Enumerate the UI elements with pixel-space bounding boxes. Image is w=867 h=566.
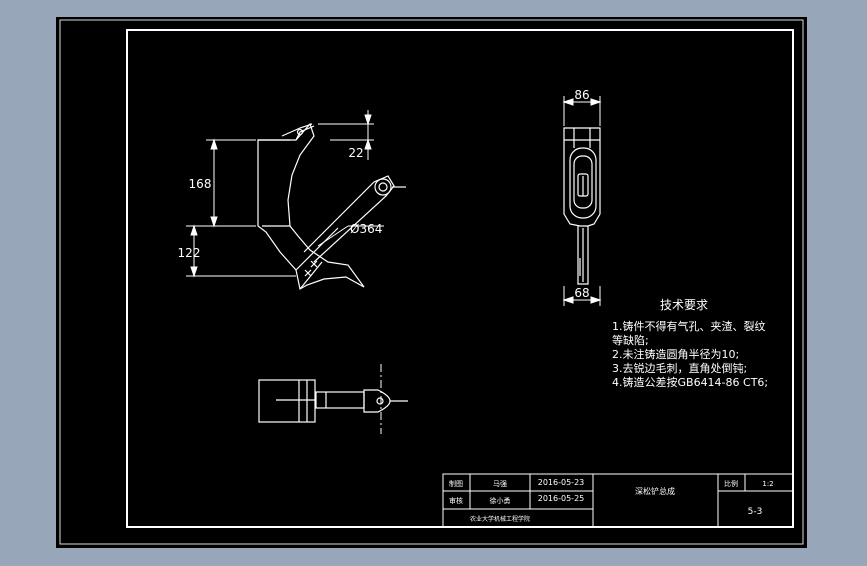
outer-border — [59, 19, 804, 545]
date-check: 2016-05-25 — [538, 494, 585, 503]
dim-122: 122 — [178, 246, 201, 260]
dim-168: 168 — [189, 177, 212, 191]
title-block — [442, 473, 794, 528]
side-view — [563, 127, 601, 285]
technical-requirements: 技术要求 1.铸件不得有气孔、夹渣、裂纹 等缺陷; 2.未注铸造圆角半径为10;… — [612, 298, 768, 389]
front-view-dimensions — [186, 110, 384, 278]
part-name: 深松铲总成 — [635, 486, 675, 496]
title-block-text: 制图 马强 2016-05-23 审核 徐小勇 2016-05-25 深松铲总成… — [449, 478, 774, 523]
name-check: 徐小勇 — [490, 496, 511, 505]
tech-req-line-4: 3.去锐边毛刺，直角处倒钝; — [612, 361, 747, 375]
school-name: 农业大学机械工程学院 — [470, 515, 530, 523]
front-view — [257, 122, 406, 290]
tech-req-line-5: 4.铸造公差按GB6414-86 CT6; — [612, 375, 768, 389]
dim-68: 68 — [574, 286, 589, 300]
tech-req-line-3: 2.未注铸造圆角半径为10; — [612, 347, 739, 361]
tech-req-line-2: 等缺陷; — [612, 333, 649, 347]
label-ratio: 比例 — [724, 479, 738, 488]
tech-req-line-1: 1.铸件不得有气孔、夹渣、裂纹 — [612, 319, 766, 333]
ratio-value: 1:2 — [762, 480, 773, 488]
dim-86: 86 — [574, 88, 589, 102]
dim-diameter-364: Ø364 — [350, 222, 382, 236]
label-draw: 制图 — [449, 479, 463, 488]
label-check: 审核 — [449, 496, 463, 505]
top-view — [258, 379, 408, 423]
tech-req-title: 技术要求 — [660, 298, 708, 312]
side-view-dimensions — [562, 96, 602, 306]
date-draw: 2016-05-23 — [538, 478, 585, 487]
dim-22: 22 — [348, 146, 363, 160]
name-draw: 马强 — [493, 480, 507, 488]
drawing-number: 5-3 — [748, 507, 763, 517]
drawing-sheet — [56, 17, 807, 548]
